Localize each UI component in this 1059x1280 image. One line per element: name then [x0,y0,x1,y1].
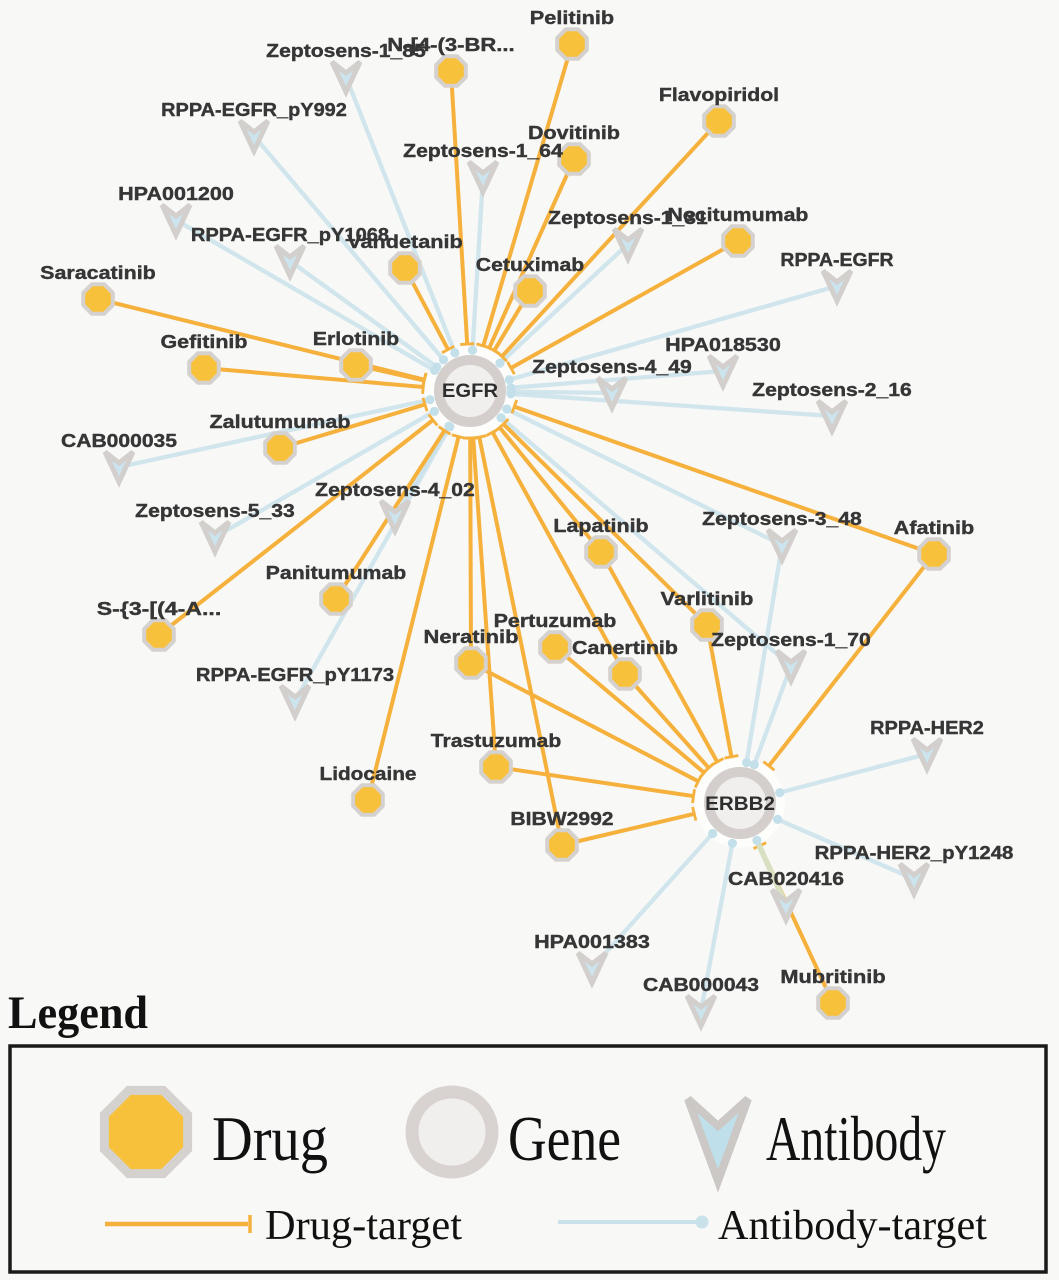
svg-text:Zeptosens-4_49: Zeptosens-4_49 [532,357,692,377]
svg-text:Saracatinib: Saracatinib [40,263,156,283]
svg-text:Zeptosens-1_70: Zeptosens-1_70 [711,630,871,650]
svg-text:HPA001383: HPA001383 [534,932,650,952]
svg-text:Drug-target: Drug-target [265,1203,462,1249]
svg-text:Gene: Gene [508,1103,621,1174]
svg-text:Zeptosens-3_48: Zeptosens-3_48 [702,509,862,529]
svg-text:Pertuzumab: Pertuzumab [494,611,617,631]
svg-text:Dovitinib: Dovitinib [528,123,620,143]
svg-text:Afatinib: Afatinib [894,518,975,538]
svg-text:Erlotinib: Erlotinib [313,329,399,349]
svg-text:Antibody-target: Antibody-target [718,1203,987,1249]
svg-text:RPPA-EGFR_pY1173: RPPA-EGFR_pY1173 [196,665,394,685]
svg-text:Panitumumab: Panitumumab [266,563,407,583]
svg-text:Zeptosens-5_33: Zeptosens-5_33 [135,501,295,521]
svg-text:RPPA-EGFR_pY992: RPPA-EGFR_pY992 [161,100,347,120]
svg-text:RPPA-EGFR: RPPA-EGFR [780,250,893,270]
svg-text:EGFR: EGFR [442,381,498,402]
svg-text:Gefitinib: Gefitinib [161,332,248,352]
svg-text:Drug: Drug [212,1103,328,1174]
svg-text:Necitumumab: Necitumumab [668,205,809,225]
svg-text:CAB020416: CAB020416 [728,869,844,889]
svg-text:HPA001200: HPA001200 [118,184,234,204]
svg-text:Zeptosens-1_64: Zeptosens-1_64 [403,141,563,161]
svg-text:RPPA-HER2_pY1248: RPPA-HER2_pY1248 [815,843,1014,863]
svg-text:Antibody: Antibody [766,1103,946,1174]
svg-text:Lidocaine: Lidocaine [320,764,417,784]
svg-text:Legend: Legend [8,987,148,1039]
svg-text:Vandetanib: Vandetanib [347,232,463,252]
svg-text:CAB000043: CAB000043 [643,975,759,995]
svg-text:ERBB2: ERBB2 [705,794,775,815]
svg-text:Lapatinib: Lapatinib [553,516,648,536]
svg-text:Trastuzumab: Trastuzumab [431,731,562,751]
svg-text:Zeptosens-1_31: Zeptosens-1_31 [548,208,708,228]
svg-text:Cetuximab: Cetuximab [476,255,584,275]
svg-text:Zalutumumab: Zalutumumab [210,412,351,432]
svg-text:Pelitinib: Pelitinib [530,8,614,28]
svg-text:Zeptosens-2_16: Zeptosens-2_16 [752,380,912,400]
svg-text:Flavopiridol: Flavopiridol [659,85,779,105]
svg-text:CAB000035: CAB000035 [61,431,177,451]
svg-text:Canertinib: Canertinib [572,638,678,658]
svg-text:RPPA-EGFR_pY1068: RPPA-EGFR_pY1068 [191,225,389,245]
svg-text:Zeptosens-4_02: Zeptosens-4_02 [315,480,475,500]
svg-text:Varlitinib: Varlitinib [661,589,754,609]
svg-text:Mubritinib: Mubritinib [780,967,885,987]
svg-text:S-{3-[(4-A...: S-{3-[(4-A... [97,599,222,619]
svg-text:BIBW2992: BIBW2992 [510,809,613,829]
svg-text:Neratinib: Neratinib [424,627,519,647]
svg-text:RPPA-HER2: RPPA-HER2 [870,718,984,738]
svg-text:Zeptosens-1_85: Zeptosens-1_85 [266,41,426,61]
svg-text:N-[4-(3-BR...: N-[4-(3-BR... [387,35,514,55]
svg-text:HPA018530: HPA018530 [665,335,781,355]
